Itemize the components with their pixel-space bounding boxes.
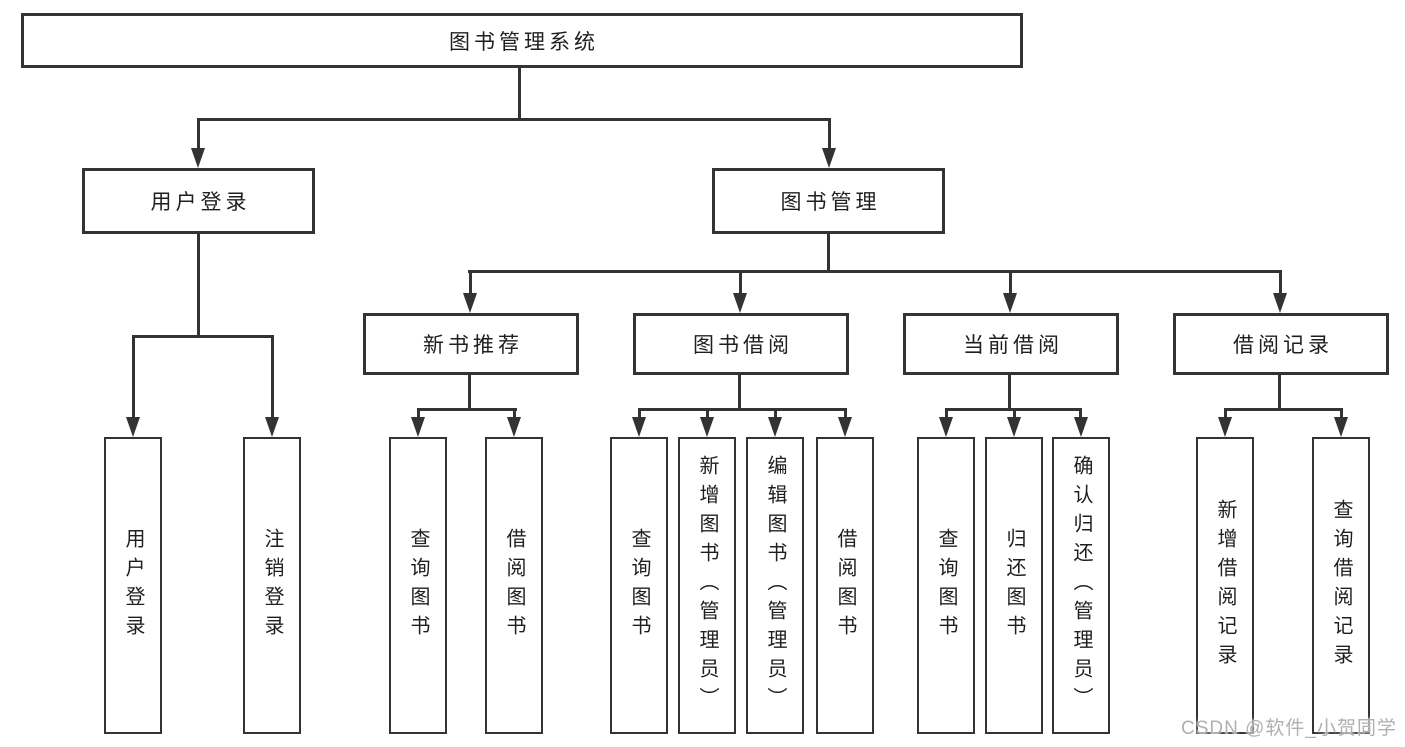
node-user-login-group-label: 用户登录: [150, 191, 251, 214]
connector-line: [1279, 270, 1282, 295]
arrowhead-icon: [1003, 293, 1017, 313]
leaf-recommend-borrow-books: 借阅图书: [485, 437, 543, 734]
connector-line: [1079, 408, 1082, 419]
connector-line: [738, 375, 741, 411]
arrowhead-icon: [463, 293, 477, 313]
leaf-record-add: 新增借阅记录: [1196, 437, 1254, 734]
arrowhead-icon: [411, 417, 425, 437]
connector-line: [513, 408, 516, 419]
connector-line: [638, 408, 846, 411]
node-book-borrow-label: 图书借阅: [693, 334, 793, 357]
connector-line: [197, 118, 831, 121]
connector-line: [774, 408, 777, 419]
leaf-borrow-add-books-admin: 新增图书（管理员）: [678, 437, 736, 734]
node-book-borrow: 图书借阅: [633, 313, 849, 375]
leaf-borrow-edit-books-admin-label: 编辑图书（管理员）: [764, 455, 786, 716]
arrowhead-icon: [265, 417, 279, 437]
connector-line: [1008, 375, 1011, 411]
arrowhead-icon: [507, 417, 521, 437]
arrowhead-icon: [939, 417, 953, 437]
connector-line: [132, 335, 274, 338]
connector-line: [417, 408, 420, 419]
leaf-borrow-query-books-label: 查询图书: [628, 527, 650, 644]
leaf-user-login-label: 用户登录: [122, 527, 144, 644]
connector-line: [468, 270, 1281, 273]
arrowhead-icon: [1074, 417, 1088, 437]
csdn-watermark: CSDN @软件_小贺同学: [1181, 718, 1397, 739]
leaf-current-return-books: 归还图书: [985, 437, 1043, 734]
arrowhead-icon: [191, 148, 205, 168]
connector-line: [828, 118, 831, 150]
node-borrow-record: 借阅记录: [1173, 313, 1389, 375]
connector-line: [1278, 375, 1281, 411]
node-current-borrow-label: 当前借阅: [963, 334, 1063, 357]
leaf-current-confirm-return-admin: 确认归还（管理员）: [1052, 437, 1110, 734]
connector-line: [638, 408, 641, 419]
arrowhead-icon: [126, 417, 140, 437]
connector-line: [197, 234, 200, 338]
leaf-record-query-label: 查询借阅记录: [1330, 498, 1352, 673]
leaf-recommend-query-books-label: 查询图书: [407, 527, 429, 644]
connector-line: [739, 270, 742, 295]
connector-line: [1009, 270, 1012, 295]
leaf-record-query: 查询借阅记录: [1312, 437, 1370, 734]
leaf-current-query-books: 查询图书: [917, 437, 975, 734]
leaf-borrow-add-books-admin-label: 新增图书（管理员）: [696, 455, 718, 716]
leaf-borrow-edit-books-admin: 编辑图书（管理员）: [746, 437, 804, 734]
arrowhead-icon: [700, 417, 714, 437]
connector-line: [1224, 408, 1342, 411]
connector-line: [844, 408, 847, 419]
connector-line: [1224, 408, 1227, 419]
arrowhead-icon: [822, 148, 836, 168]
connector-line: [827, 234, 830, 273]
connector-line: [417, 408, 517, 411]
node-new-book-recommend: 新书推荐: [363, 313, 579, 375]
node-book-management: 图书管理: [712, 168, 945, 234]
arrowhead-icon: [1218, 417, 1232, 437]
connector-line: [197, 118, 200, 150]
connector-line: [1340, 408, 1343, 419]
leaf-current-confirm-return-admin-label: 确认归还（管理员）: [1070, 455, 1092, 716]
arrowhead-icon: [838, 417, 852, 437]
arrowhead-icon: [733, 293, 747, 313]
leaf-recommend-query-books: 查询图书: [389, 437, 447, 734]
node-root: 图书管理系统: [21, 13, 1023, 68]
leaf-borrow-lend-books: 借阅图书: [816, 437, 874, 734]
connector-line: [945, 408, 948, 419]
connector-line: [469, 270, 472, 295]
connector-line: [271, 335, 274, 419]
arrowhead-icon: [1007, 417, 1021, 437]
connector-line: [518, 68, 521, 120]
node-user-login-group: 用户登录: [82, 168, 315, 234]
leaf-current-query-books-label: 查询图书: [935, 527, 957, 644]
leaf-logout: 注销登录: [243, 437, 301, 734]
node-book-management-label: 图书管理: [780, 191, 881, 214]
node-borrow-record-label: 借阅记录: [1233, 334, 1333, 357]
leaf-recommend-borrow-books-label: 借阅图书: [503, 527, 525, 644]
connector-line: [468, 375, 471, 411]
leaf-current-return-books-label: 归还图书: [1003, 527, 1025, 644]
arrowhead-icon: [632, 417, 646, 437]
arrowhead-icon: [1334, 417, 1348, 437]
leaf-user-login: 用户登录: [104, 437, 162, 734]
leaf-borrow-lend-books-label: 借阅图书: [834, 527, 856, 644]
leaf-logout-label: 注销登录: [261, 527, 283, 644]
node-new-book-recommend-label: 新书推荐: [423, 334, 523, 357]
arrowhead-icon: [1273, 293, 1287, 313]
connector-line: [132, 335, 135, 419]
leaf-record-add-label: 新增借阅记录: [1214, 498, 1236, 673]
connector-line: [1013, 408, 1016, 419]
node-root-label: 图书管理系统: [449, 30, 599, 54]
connector-line: [706, 408, 709, 419]
arrowhead-icon: [768, 417, 782, 437]
node-current-borrow: 当前借阅: [903, 313, 1119, 375]
leaf-borrow-query-books: 查询图书: [610, 437, 668, 734]
